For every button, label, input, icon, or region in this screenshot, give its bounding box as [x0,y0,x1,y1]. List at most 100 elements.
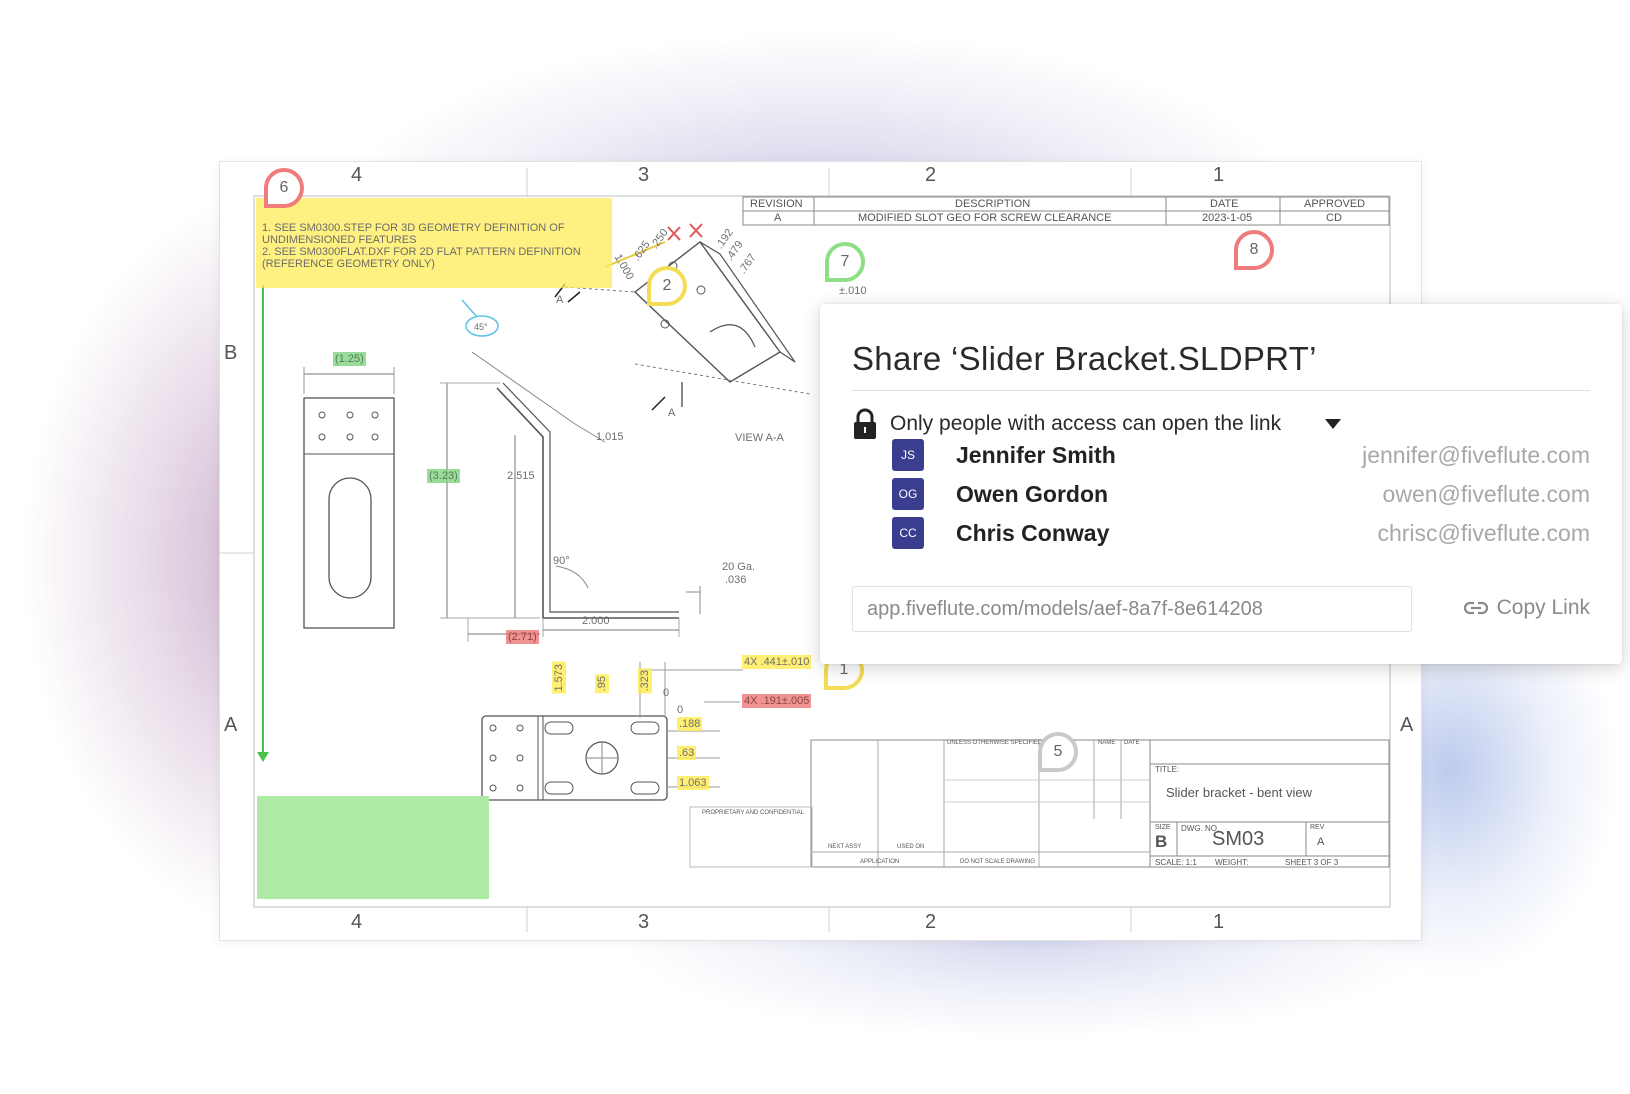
tb-next-assy: NEXT ASSY [828,844,862,850]
person-name: Owen Gordon [956,480,1109,507]
annotation-pin-8[interactable]: 8 [1234,230,1274,270]
rev-header-date: DATE [1210,198,1239,210]
dim-63[interactable]: .63 [677,746,697,760]
col-label-2-bottom: 2 [925,911,937,933]
dim-2-000: 2.000 [582,615,610,627]
tb-sheet: SHEET 3 OF 3 [1285,858,1339,867]
dim-441[interactable]: 4X .441±.010 [742,655,812,669]
person-row[interactable]: OG Owen Gordon owen@fiveflute.com [892,478,1590,510]
tb-application: APPLICATION [860,859,900,865]
row-label-a-right: A [1400,714,1414,736]
tb-used-on: USED ON [897,844,925,850]
notes-highlight[interactable] [256,198,612,288]
pin-label-1: 1 [839,661,849,678]
link-icon [1463,601,1488,615]
row-label-b: B [224,342,238,364]
col-label-2: 2 [925,164,937,186]
pin-label-6: 6 [279,179,289,196]
share-link-field[interactable]: app.fiveflute.com/models/aef-8a7f-8e6142… [852,586,1412,632]
dim-zero-1: 0 [663,687,670,699]
dim-3-23[interactable]: (3.23) [427,469,460,483]
person-name: Chris Conway [956,519,1110,546]
rev-header-revision: REVISION [750,198,803,210]
dim-188[interactable]: .188 [677,717,703,731]
person-row[interactable]: CC Chris Conway chrisc@fiveflute.com [892,517,1590,549]
col-label-4: 4 [351,164,363,186]
dim-191[interactable]: 4X .191±.005 [742,694,812,708]
note-line-2: UNDIMENSIONED FEATURES [262,234,417,246]
person-row[interactable]: JS Jennifer Smith jennifer@fiveflute.com [892,439,1590,471]
annotation-pin-2[interactable]: 2 [647,266,687,306]
rev-header-description: DESCRIPTION [955,198,1031,210]
pin-label-7: 7 [840,253,850,270]
tb-dwg-label: DWG. NO. [1181,824,1220,833]
green-markup-box[interactable] [257,796,489,899]
view-aa-label: VIEW A-A [735,432,784,444]
dim-95[interactable]: .95 [595,674,609,694]
tb-do-not-scale: DO NOT SCALE DRAWING [960,859,1036,865]
share-dialog: Share ‘Slider Bracket.SLDPRT’ Only peopl… [820,304,1622,664]
tb-scale: SCALE: 1:1 [1155,858,1197,867]
tb-rev: A [1317,836,1325,848]
annotation-pin-7[interactable]: 7 [825,242,865,282]
pin-label-8: 8 [1249,241,1259,258]
rev-value: A [774,212,782,224]
annotation-pin-5[interactable]: 5 [1038,732,1078,772]
rev-header-approved: APPROVED [1304,198,1366,210]
access-text: Only people with access can open the lin… [890,412,1282,435]
rev-approved: CD [1326,212,1342,224]
col-label-1: 1 [1213,164,1225,186]
tb-rev-label: REV [1310,824,1325,831]
chevron-down-icon[interactable] [1325,419,1342,429]
tb-name-col: NAME [1098,740,1116,746]
dim-2-71[interactable]: (2.71) [506,630,539,644]
pin-label-5: 5 [1053,743,1063,760]
annotation-pin-6[interactable]: 6 [264,168,304,208]
dim-2-515: 2.515 [507,470,535,482]
dim-1-063[interactable]: 1.063 [677,776,709,790]
person-name: Jennifer Smith [956,441,1116,468]
drawing-lines [220,168,1421,932]
rev-date: 2023-1-05 [1202,212,1253,224]
copy-link-button[interactable]: Copy Link [1463,596,1590,620]
copy-link-label: Copy Link [1496,596,1590,619]
col-label-3-bottom: 3 [638,911,650,933]
gauge-value: .036 [725,574,747,586]
dim-angle-90: 90° [553,555,570,567]
dim-zero-2: 0 [677,704,684,716]
avatar: CC [892,517,924,549]
share-title: Share ‘Slider Bracket.SLDPRT’ [852,340,1317,377]
tb-title[interactable]: Slider bracket - bent view [1166,785,1312,800]
dim-323[interactable]: .323 [638,668,652,694]
col-label-3: 3 [638,164,650,186]
dim-1-015: 1.015 [596,431,624,443]
tb-date-col: DATE [1124,740,1140,746]
tb-size-label: SIZE [1155,824,1171,831]
dim-pm-010: ±.010 [839,285,867,297]
section-a-top: A [556,294,564,306]
tb-dwg-no[interactable]: SM03 [1212,828,1265,850]
tb-proprietary: PROPRIETARY AND CONFIDENTIAL [702,810,805,816]
person-email: jennifer@fiveflute.com [1362,441,1590,468]
section-a-bottom: A [668,407,676,419]
gauge-label: 20 Ga. [722,561,756,573]
note-line-3: 2. SEE SM0300FLAT.DXF FOR 2D FLAT PATTER… [262,246,581,258]
note-line-4: (REFERENCE GEOMETRY ONLY) [262,258,435,270]
tb-size: B [1155,832,1168,851]
avatar: OG [892,478,924,510]
col-label-1-bottom: 1 [1213,911,1225,933]
tb-unless: UNLESS OTHERWISE SPECIFIED: [947,740,1044,746]
row-label-a: A [224,714,238,736]
person-email: chrisc@fiveflute.com [1377,519,1590,546]
dim-angle-45: 45° [474,322,488,332]
tb-weight: WEIGHT: [1215,858,1249,867]
access-dropdown[interactable]: Only people with access can open the lin… [852,408,1342,440]
lock-icon [854,408,876,439]
col-label-4-bottom: 4 [351,911,363,933]
note-line-1: 1. SEE SM0300.STEP FOR 3D GEOMETRY DEFIN… [262,222,565,234]
rev-description: MODIFIED SLOT GEO FOR SCREW CLEARANCE [858,212,1112,224]
dim-1-25[interactable]: (1.25) [333,352,366,366]
share-divider [852,390,1590,391]
person-email: owen@fiveflute.com [1382,480,1590,507]
dim-1-573[interactable]: 1.573 [552,662,566,694]
